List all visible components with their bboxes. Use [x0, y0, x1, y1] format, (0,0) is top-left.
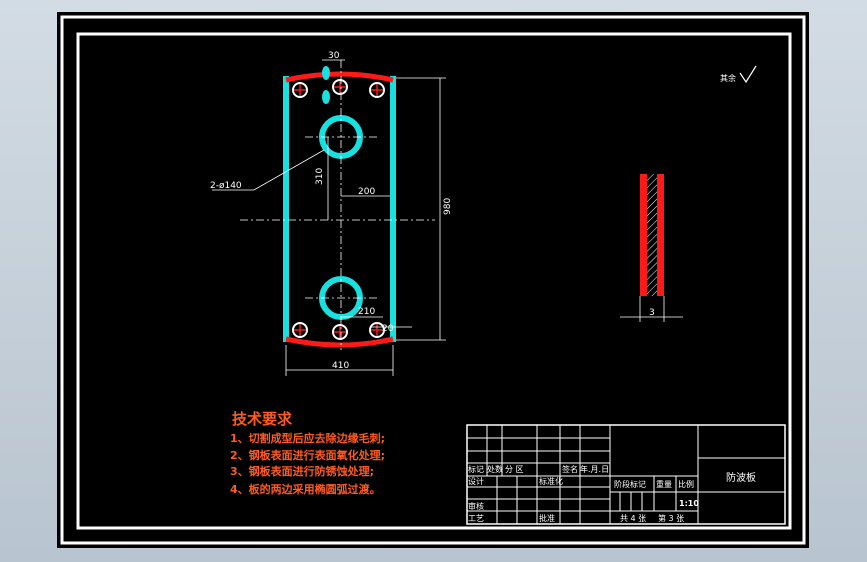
dim-30: 30 [328, 51, 340, 61]
svg-text:批准: 批准 [539, 513, 555, 523]
plate-front-view [240, 60, 435, 350]
side-view-red-right [657, 174, 664, 296]
plate-top-arc [285, 71, 394, 83]
svg-text:审核: 审核 [468, 501, 484, 511]
svg-text:年.月.日: 年.月.日 [580, 464, 609, 474]
center-lines [240, 60, 435, 350]
dim-marker-top-2 [322, 90, 330, 104]
tech-req-item-3: 3、钢板表面进行防锈蚀处理; [230, 464, 374, 478]
drawing-sheet [57, 12, 809, 548]
bolt-holes-bottom [292, 322, 385, 340]
tech-req-item-4: 4、板的两边采用椭圆弧过渡。 [230, 482, 381, 496]
side-view-red [640, 174, 647, 296]
dim-marker-top [322, 66, 330, 80]
svg-text:工艺: 工艺 [468, 514, 484, 523]
roughness-symbol: 其余 [720, 65, 757, 84]
side-view-hatch [647, 174, 657, 296]
bolt-holes-top [292, 79, 385, 98]
dim-310: 310 [315, 168, 325, 185]
drawing-name: 防波板 [726, 471, 756, 484]
scale-value: 1:10 [679, 499, 699, 508]
svg-text:标记: 标记 [468, 464, 484, 474]
tech-req-item-2: 2、钢板表面进行表面氧化处理; [230, 448, 385, 462]
technical-requirements: 技术要求 1、切割成型后应去除边缘毛刺; 2、钢板表面进行表面氧化处理; 3、钢… [230, 410, 385, 496]
dim-thickness: 3 [649, 308, 655, 318]
sheet-number: 第 3 张 [658, 513, 684, 523]
sheet-total: 共 4 张 [620, 514, 646, 523]
svg-text:签名: 签名 [562, 464, 578, 474]
inner-border [76, 32, 792, 530]
plate-left-edge [283, 76, 289, 342]
dimension-lines [212, 59, 446, 376]
svg-text:比例: 比例 [678, 479, 694, 489]
tech-req-item-1: 1、切割成型后应去除边缘毛刺; [230, 431, 385, 445]
svg-text:分 区: 分 区 [505, 465, 524, 474]
svg-text:阶段标记: 阶段标记 [614, 479, 646, 489]
svg-text:其余: 其余 [720, 73, 736, 83]
dim-20: 20 [382, 324, 394, 334]
plate-right-edge [390, 76, 396, 342]
dim-410: 410 [332, 361, 349, 371]
dim-980: 980 [443, 198, 453, 215]
svg-text:标准化: 标准化 [539, 476, 563, 486]
title-block [466, 424, 786, 525]
dim-hole-callout: 2-ø140 [210, 181, 242, 191]
plate-bottom-arc [285, 336, 394, 348]
svg-text:设计: 设计 [468, 476, 484, 486]
svg-text:处数: 处数 [487, 464, 503, 474]
svg-text:重量: 重量 [656, 479, 672, 489]
plate-side-view [620, 174, 683, 322]
dim-210: 210 [358, 307, 375, 317]
dim-200: 200 [358, 187, 375, 197]
title-block-text: 标记 处数 分 区 签名 年.月.日 设计 标准化 审核 工艺 批准 阶段标记 … [468, 464, 756, 523]
tech-req-title: 技术要求 [232, 410, 293, 428]
outer-border [60, 15, 806, 545]
